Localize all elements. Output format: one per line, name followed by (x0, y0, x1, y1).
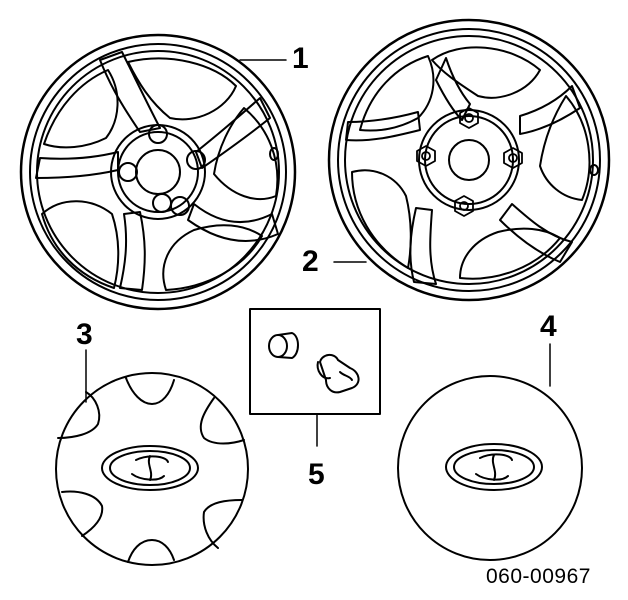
vented-wheel-cover (55, 349, 249, 566)
lug-wheel (327, 18, 611, 302)
center-cap (397, 343, 583, 561)
parts-kit-box (249, 308, 381, 447)
callout-4: 4 (540, 310, 557, 343)
figure-number: 060-00967 (486, 565, 591, 588)
callout-2: 2 (302, 245, 319, 278)
callout-3: 3 (76, 318, 93, 351)
callout-1: 1 (292, 42, 309, 75)
alloy-wheel (19, 33, 297, 311)
callout-5: 5 (308, 458, 325, 491)
